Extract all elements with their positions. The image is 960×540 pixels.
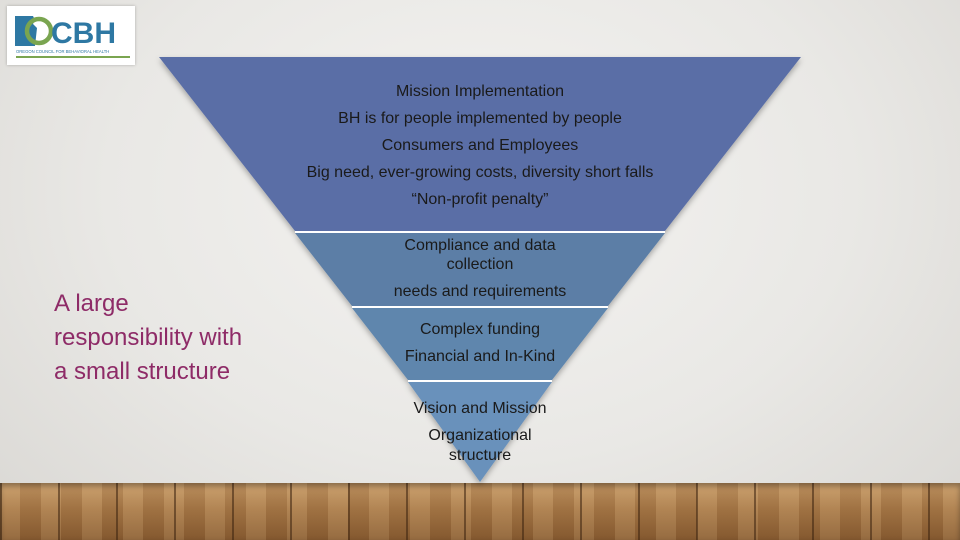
ocbh-logo-graphic: CBH OREGON COUNCIL FOR BEHAVIORAL HEALTH — [15, 16, 130, 58]
pyramid-level-3 — [352, 308, 608, 380]
level-1-line: “Non-profit penalty” — [411, 191, 549, 208]
pyramid-level-1 — [159, 57, 801, 231]
level-2-line: collection — [446, 256, 514, 273]
level-1-line: Big need, ever-growing costs, diversity … — [306, 164, 654, 181]
logo-wordmark: CBH — [51, 17, 116, 50]
side-callout-text: A large responsibility with a small stru… — [54, 287, 304, 389]
logo-tagline: OREGON COUNCIL FOR BEHAVIORAL HEALTH — [16, 49, 109, 54]
ocbh-logo: CBH OREGON COUNCIL FOR BEHAVIORAL HEALTH — [7, 6, 135, 65]
level-3-line: Complex funding — [419, 321, 541, 338]
side-text-line: a small structure — [54, 358, 231, 385]
level-1-line: Mission Implementation — [395, 83, 565, 100]
side-text-line: A large — [54, 290, 129, 317]
level-4-line: Organizational — [428, 427, 532, 444]
logo-underline — [16, 56, 130, 58]
level-4-line: Vision and Mission — [413, 400, 547, 417]
wooden-floor — [0, 483, 960, 540]
side-text-line: responsibility with — [54, 324, 243, 351]
pyramid-level-4 — [408, 382, 552, 482]
level-4-line: structure — [448, 447, 512, 464]
logo-ring-icon — [24, 16, 54, 46]
level-3-line: Financial and In-Kind — [404, 348, 556, 365]
level-1-line: Consumers and Employees — [381, 137, 579, 154]
level-2-line: Compliance and data — [404, 237, 556, 254]
level-1-line: BH is for people implemented by people — [338, 110, 622, 127]
level-2-line: needs and requirements — [393, 283, 567, 300]
pyramid-level-2 — [295, 233, 665, 306]
